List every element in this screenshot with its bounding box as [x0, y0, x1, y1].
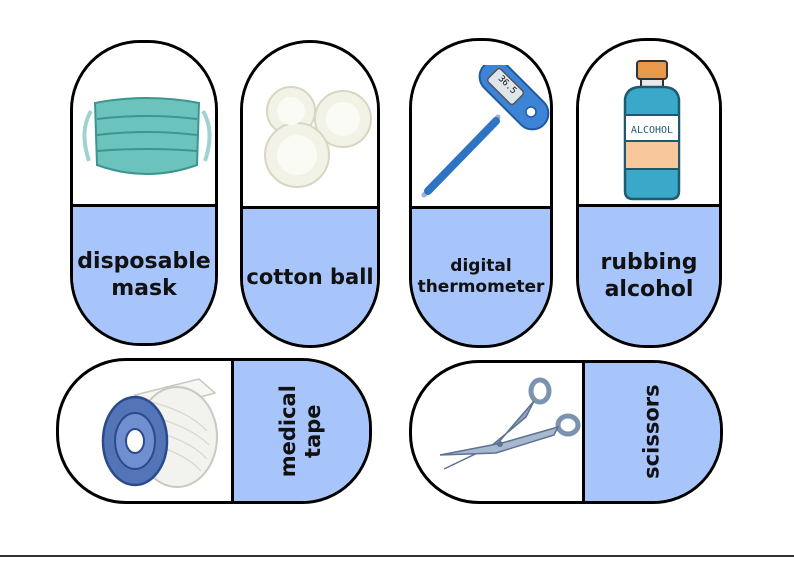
bottle-label-text: ALCOHOL — [631, 125, 673, 136]
thermometer-icon: 36.5 — [421, 65, 550, 198]
card-medical-tape: medical tape — [56, 358, 372, 504]
page-bottom-divider — [0, 555, 794, 557]
card-rubbing-alcohol: ALCOHOL rubbing alcohol — [576, 38, 722, 348]
alcohol-bottle-icon: ALCOHOL — [623, 60, 681, 201]
card-cotton-ball: cotton ball — [240, 40, 380, 348]
card-disposable-mask: disposable mask — [70, 40, 218, 346]
tape-roll-icon — [101, 378, 218, 488]
card-label: scissors — [639, 384, 664, 480]
cotton-ball-icon — [264, 86, 372, 188]
mask-icon — [82, 97, 212, 175]
card-label: digital thermometer — [417, 255, 545, 297]
card-label: medical tape — [276, 384, 326, 478]
card-label: disposable mask — [77, 248, 211, 302]
card-scissors: scissors — [409, 360, 723, 504]
card-label: cotton ball — [246, 264, 374, 289]
card-label: rubbing alcohol — [600, 249, 698, 303]
scissors-icon — [439, 377, 581, 470]
card-digital-thermometer: 36.5 digital thermometer — [409, 38, 553, 348]
